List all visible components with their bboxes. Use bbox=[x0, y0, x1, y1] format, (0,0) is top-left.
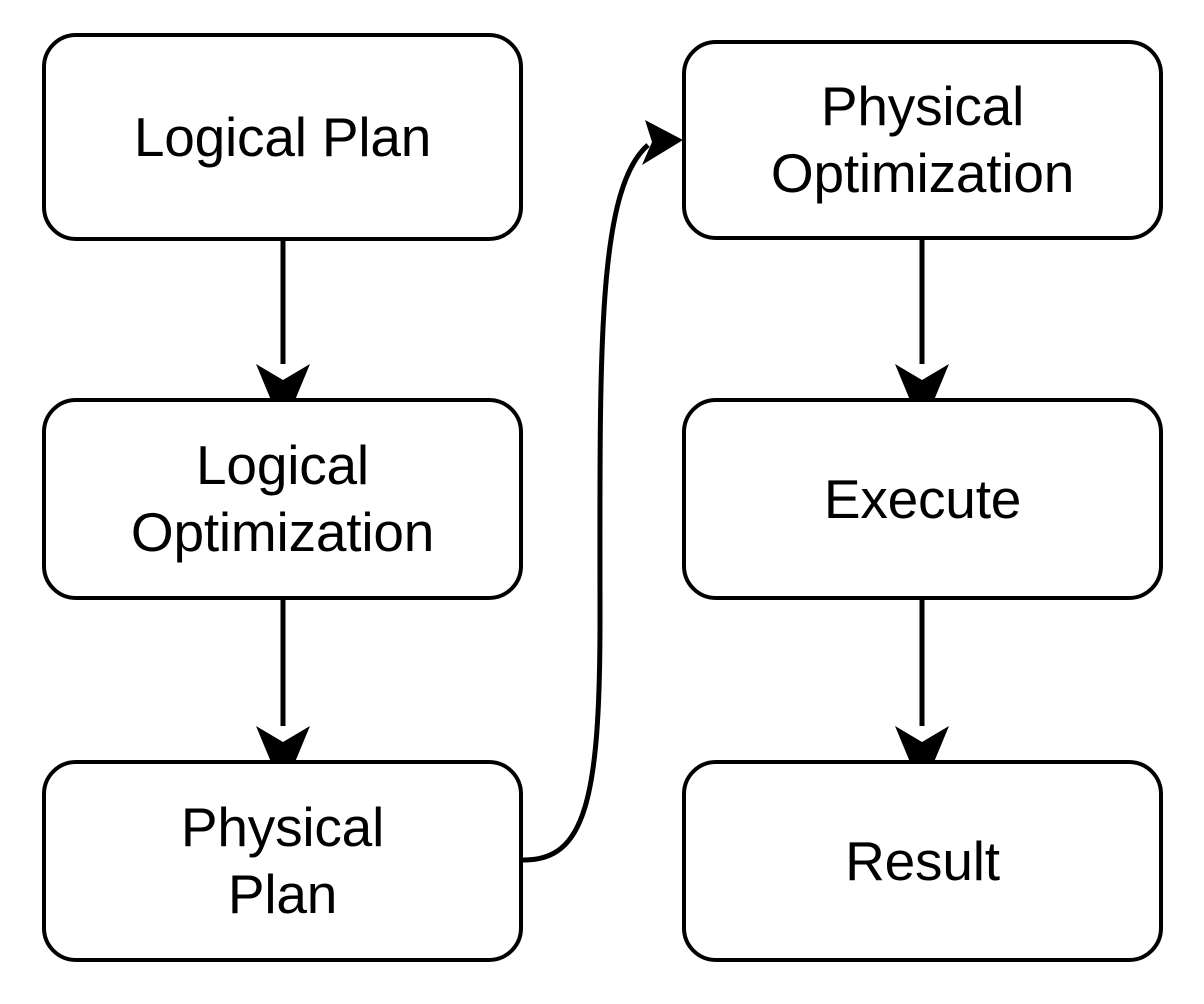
node-result-label: Result bbox=[845, 829, 1000, 892]
node-physical-plan-label: Physical Plan bbox=[180, 796, 385, 925]
node-physical-optimization[interactable]: Physical Optimization bbox=[682, 40, 1163, 240]
node-execute-label: Execute bbox=[823, 467, 1022, 530]
node-logical-optimization[interactable]: Logical Optimization bbox=[42, 398, 523, 600]
node-logical-optimization-label: Logical Optimization bbox=[130, 434, 435, 563]
edge-physical-plan-to-physical-optimization bbox=[522, 120, 683, 863]
node-result[interactable]: Result bbox=[682, 760, 1163, 962]
node-physical-optimization-label: Physical Optimization bbox=[770, 75, 1075, 204]
node-execute[interactable]: Execute bbox=[682, 398, 1163, 600]
node-logical-plan-label: Logical Plan bbox=[133, 105, 432, 168]
node-logical-plan[interactable]: Logical Plan bbox=[42, 33, 523, 241]
node-physical-plan[interactable]: Physical Plan bbox=[42, 760, 523, 962]
